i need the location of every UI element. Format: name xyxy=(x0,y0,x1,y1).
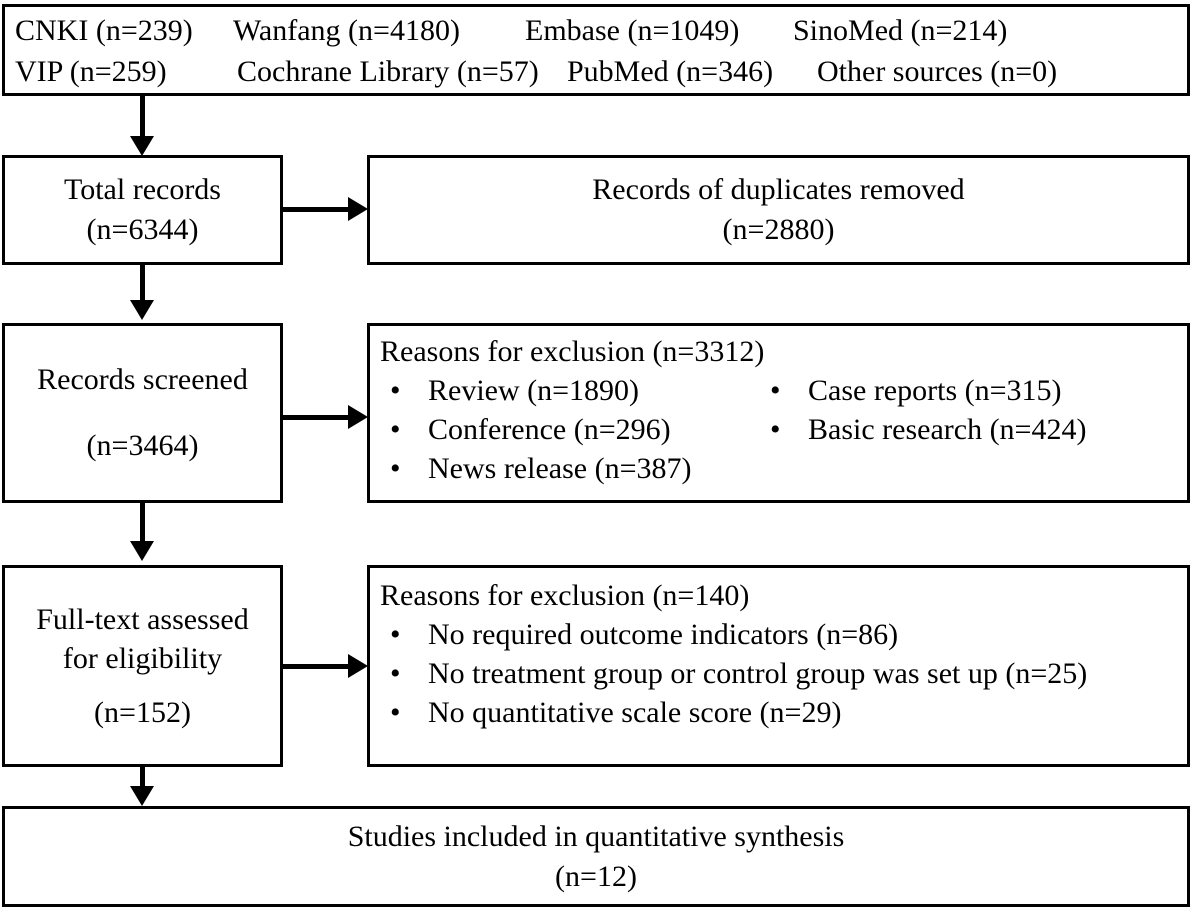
included-studies-box: Studies included in quantitative synthes… xyxy=(2,806,1190,907)
sources-row-1: CNKI (n=239) Wanfang (n=4180) Embase (n=… xyxy=(15,11,1179,52)
source-cochrane-library: Cochrane Library (n=57) xyxy=(237,54,539,88)
source-sinomed: SinoMed (n=214) xyxy=(793,14,1008,47)
bullet-icon: • xyxy=(390,374,401,407)
records-screened-box: Records screened (n=3464) xyxy=(2,323,283,503)
total-records-box: Total records (n=6344) xyxy=(2,155,283,265)
list-item-label: No required outcome indicators (n=86) xyxy=(428,618,899,651)
connector-fulltext-to-exclusion xyxy=(283,664,353,669)
list-item: • No treatment group or control group wa… xyxy=(380,654,1187,693)
bullet-icon: • xyxy=(770,374,781,407)
fulltext-count: (n=152) xyxy=(94,695,191,729)
sources-box: CNKI (n=239) Wanfang (n=4180) Embase (n=… xyxy=(2,4,1190,96)
list-item: • No quantitative scale score (n=29) xyxy=(380,693,1187,732)
total-records-count: (n=6344) xyxy=(86,213,199,246)
screening-exclusion-title: Reasons for exclusion (n=3312) xyxy=(380,335,765,368)
source-cnki: CNKI (n=239) xyxy=(15,14,193,47)
bullet-icon: • xyxy=(390,452,401,485)
source-wanfang: Wanfang (n=4180) xyxy=(233,14,460,47)
connector-fulltext-to-included xyxy=(140,767,145,789)
bullet-icon: • xyxy=(770,413,781,446)
screening-exclusion-column-a: • Review (n=1890) • Conference (n=296) •… xyxy=(380,371,760,488)
bullet-icon: • xyxy=(390,657,401,690)
connector-total-to-duplicates xyxy=(283,207,353,212)
screening-exclusion-columns: • Review (n=1890) • Conference (n=296) •… xyxy=(380,371,1187,488)
fulltext-label-line1: Full-text assessed xyxy=(36,602,249,636)
source-other: Other sources (n=0) xyxy=(817,54,1058,88)
bullet-icon: • xyxy=(390,696,401,729)
list-item-label: Case reports (n=315) xyxy=(808,374,1062,407)
bullet-icon: • xyxy=(390,413,401,446)
list-item: • Basic research (n=424) xyxy=(760,410,1086,449)
connector-sources-to-total xyxy=(140,96,145,141)
fulltext-assessed-box: Full-text assessed for eligibility (n=15… xyxy=(2,565,283,767)
total-records-label: Total records xyxy=(63,173,221,207)
records-screened-count: (n=3464) xyxy=(86,429,199,462)
arrowhead-total-to-screened xyxy=(130,300,154,320)
connector-total-to-screened xyxy=(140,265,145,304)
list-item: • Conference (n=296) xyxy=(380,410,760,449)
list-item: • News release (n=387) xyxy=(380,449,760,488)
source-vip: VIP (n=259) xyxy=(15,54,167,88)
included-count: (n=12) xyxy=(555,859,637,893)
sources-row-2: VIP (n=259) Cochrane Library (n=57) PubM… xyxy=(15,52,1179,93)
list-item-label: News release (n=387) xyxy=(428,452,692,485)
source-pubmed: PubMed (n=346) xyxy=(567,54,774,88)
duplicates-removed-box: Records of duplicates removed (n=2880) xyxy=(367,155,1190,265)
duplicates-count: (n=2880) xyxy=(722,213,835,246)
arrowhead-screened-to-fulltext xyxy=(130,541,154,561)
list-item-label: Basic research (n=424) xyxy=(808,413,1087,446)
fulltext-exclusion-list: • No required outcome indicators (n=86) … xyxy=(380,615,1187,732)
arrowhead-screened-to-exclusion xyxy=(348,405,368,429)
included-label: Studies included in quantitative synthes… xyxy=(347,819,845,853)
arrowhead-total-to-duplicates xyxy=(348,197,368,221)
fulltext-label-line2: for eligibility xyxy=(62,642,223,676)
bullet-icon: • xyxy=(390,618,401,651)
arrowhead-fulltext-to-exclusion xyxy=(348,654,368,678)
fulltext-exclusion-title: Reasons for exclusion (n=140) xyxy=(380,579,750,612)
records-screened-label: Records screened xyxy=(37,363,248,397)
list-item-label: No quantitative scale score (n=29) xyxy=(428,696,842,729)
list-item: • Case reports (n=315) xyxy=(760,371,1086,410)
duplicates-label: Records of duplicates removed xyxy=(592,173,965,207)
fulltext-exclusion-box: Reasons for exclusion (n=140) • No requi… xyxy=(367,565,1190,767)
list-item: • No required outcome indicators (n=86) xyxy=(380,615,1187,654)
connector-screened-to-exclusion xyxy=(283,415,353,420)
list-item-label: Review (n=1890) xyxy=(428,374,640,407)
screening-exclusion-column-b: • Case reports (n=315) • Basic research … xyxy=(760,371,1086,488)
arrowhead-sources-to-total xyxy=(130,136,154,156)
arrowhead-fulltext-to-included xyxy=(130,786,154,806)
connector-screened-to-fulltext xyxy=(140,503,145,544)
list-item-label: Conference (n=296) xyxy=(428,413,671,446)
list-item: • Review (n=1890) xyxy=(380,371,760,410)
list-item-label: No treatment group or control group was … xyxy=(428,657,1088,690)
source-embase: Embase (n=1049) xyxy=(525,14,740,47)
screening-exclusion-box: Reasons for exclusion (n=3312) • Review … xyxy=(367,323,1190,503)
